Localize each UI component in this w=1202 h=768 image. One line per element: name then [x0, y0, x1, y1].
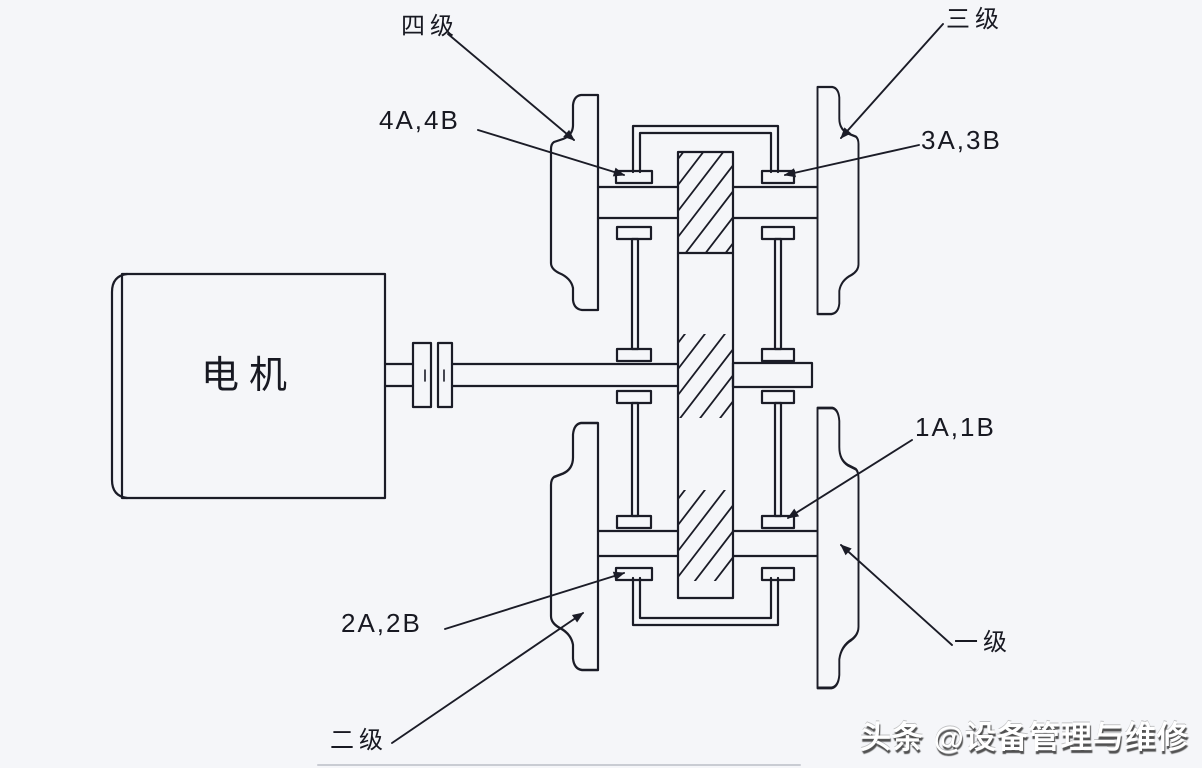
upper-yoke: [631, 124, 780, 174]
leader-pair2: [444, 571, 626, 630]
output-hub: [731, 361, 814, 389]
clutch-column-right: [760, 169, 796, 582]
leader-stage3: [840, 23, 944, 139]
hatch-band-bottom: [679, 490, 732, 581]
clutch-stem: [773, 237, 783, 351]
leader-pair3: [783, 144, 920, 178]
leader-stage1: [840, 544, 953, 646]
hatch-band-middle: [679, 334, 732, 418]
label-stage4: 四级: [401, 14, 459, 40]
pulley-upper-right: [816, 85, 860, 316]
clutch-column-left: [614, 169, 654, 582]
clutch-pad: [760, 566, 796, 582]
input-shaft: [450, 361, 814, 389]
leader-stage2: [391, 612, 584, 744]
lower-yoke: [631, 576, 780, 627]
leader-pair4: [477, 129, 626, 177]
lower-countershaft: [596, 529, 819, 558]
clutch-stem: [630, 237, 640, 351]
shaft-coupling: [383, 341, 454, 409]
leader-lines: [391, 23, 953, 744]
label-stage1: 一级: [954, 630, 1012, 656]
motor-label: 电机: [200, 354, 297, 397]
coupling-disc-left: [411, 341, 433, 409]
label-pair1: 1A,1B: [915, 412, 996, 442]
leader-stage4: [447, 33, 575, 141]
label-pair4: 4A,4B: [379, 105, 460, 135]
clutch-stem: [773, 401, 783, 518]
leader-pair1: [787, 439, 913, 519]
gear-block: [676, 150, 735, 600]
label-stage3: 三级: [946, 7, 1004, 33]
clutch-pad: [614, 169, 654, 185]
upper-countershaft: [596, 185, 819, 220]
label-pair3: 3A,3B: [921, 125, 1002, 155]
hatch-band-top: [679, 153, 732, 252]
label-stage2: 二级: [330, 728, 388, 754]
label-pair2: 2A,2B: [341, 608, 422, 638]
clutch-stem: [630, 401, 640, 518]
coupling-disc-right: [436, 341, 454, 409]
pulley-lower-left: [549, 421, 600, 672]
pulley-lower-right: [816, 406, 860, 690]
watermark: 头条 @设备管理与维修: [860, 720, 1189, 755]
